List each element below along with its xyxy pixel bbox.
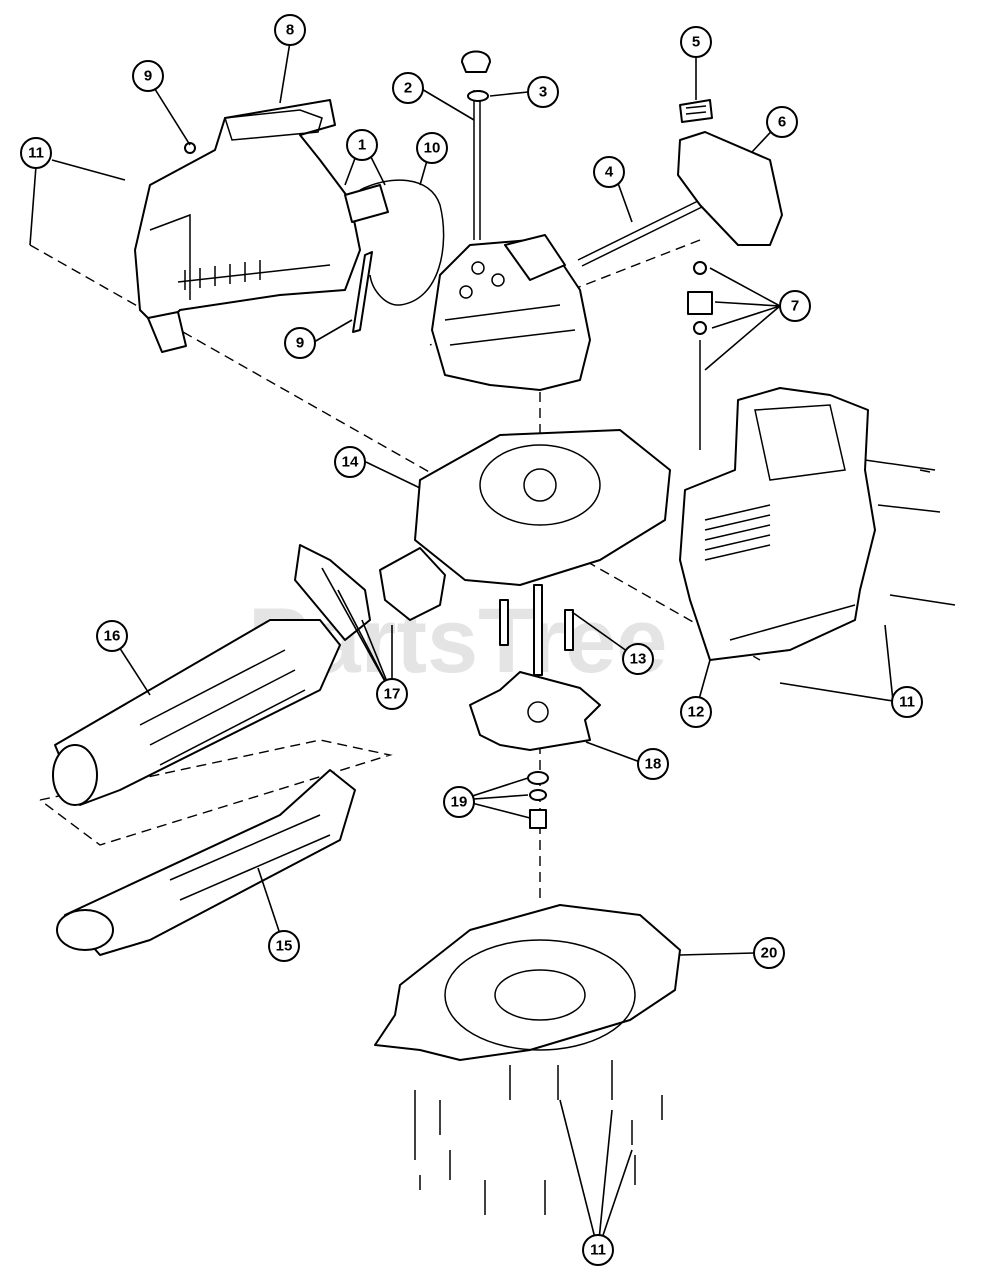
callout-11-left: 11 [20,137,52,169]
fuel-cap[interactable] [679,99,713,123]
callout-2: 2 [392,72,424,104]
lower-nozzle[interactable] [56,769,356,956]
callout-11-bottom: 11 [582,1234,614,1266]
bottom-housing[interactable] [374,904,681,1061]
callout-label: 5 [692,34,700,51]
callout-10: 10 [416,132,448,164]
callout-label: 9 [296,335,304,352]
callout-6: 6 [766,106,798,138]
callout-label: 13 [630,651,647,668]
callout-16: 16 [96,620,128,652]
upper-blower-tube[interactable] [52,619,341,806]
callout-12: 12 [680,696,712,728]
callout-label: 8 [286,22,294,39]
callout-label: 3 [539,84,547,101]
callout-17: 17 [376,678,408,710]
callout-label: 6 [778,114,786,131]
callout-label: 11 [28,145,44,162]
callout-19: 19 [443,786,475,818]
callout-label: 4 [605,164,614,181]
fan-housing[interactable] [379,429,671,621]
right-housing-screws [864,459,956,606]
callout-3: 3 [527,76,559,108]
callout-label: 16 [104,628,121,645]
callout-9-upper: 9 [132,60,164,92]
callout-14: 14 [334,446,366,478]
callout-5: 5 [680,26,712,58]
nut-upper [184,142,196,154]
callout-11-right: 11 [891,686,923,718]
callout-1: 1 [346,129,378,161]
housing-screws [499,584,574,676]
impeller-hub [527,701,549,723]
impeller-fan[interactable] [469,671,601,751]
callout-label: 20 [761,945,778,962]
engine-assembly[interactable] [431,234,591,391]
callout-label: 18 [645,756,662,773]
callout-7: 7 [779,290,811,322]
left-handle-shroud[interactable] [134,99,361,353]
callout-label: 2 [404,80,412,97]
callout-4: 4 [593,156,625,188]
screw-lower [352,251,373,333]
bottom-screws [414,1060,663,1215]
callout-18: 18 [637,748,669,780]
impeller-hardware [527,771,549,829]
callout-label: 9 [144,68,152,85]
knob-and-rod[interactable] [461,50,491,241]
callout-9-lower: 9 [284,327,316,359]
spark-plug-wire [359,179,445,306]
callout-label: 10 [424,140,441,157]
stop-switch[interactable] [344,184,389,223]
callout-20: 20 [753,937,785,969]
callout-15: 15 [268,930,300,962]
callout-label: 1 [358,137,366,154]
throttle-rod [577,199,705,267]
callout-label: 11 [590,1242,606,1259]
air-filter-cover[interactable] [677,131,783,246]
callout-label: 7 [791,298,799,315]
washer-part-3 [467,90,489,102]
right-handle-housing[interactable] [679,387,876,661]
callout-label: 12 [688,704,705,721]
callout-13: 13 [622,643,654,675]
callout-label: 19 [451,794,468,811]
callout-label: 15 [276,938,293,955]
callout-label: 17 [384,686,401,703]
callout-label: 11 [899,694,915,711]
spacer-stack [687,261,713,450]
callout-label: 14 [342,454,359,471]
callout-8: 8 [274,14,306,46]
